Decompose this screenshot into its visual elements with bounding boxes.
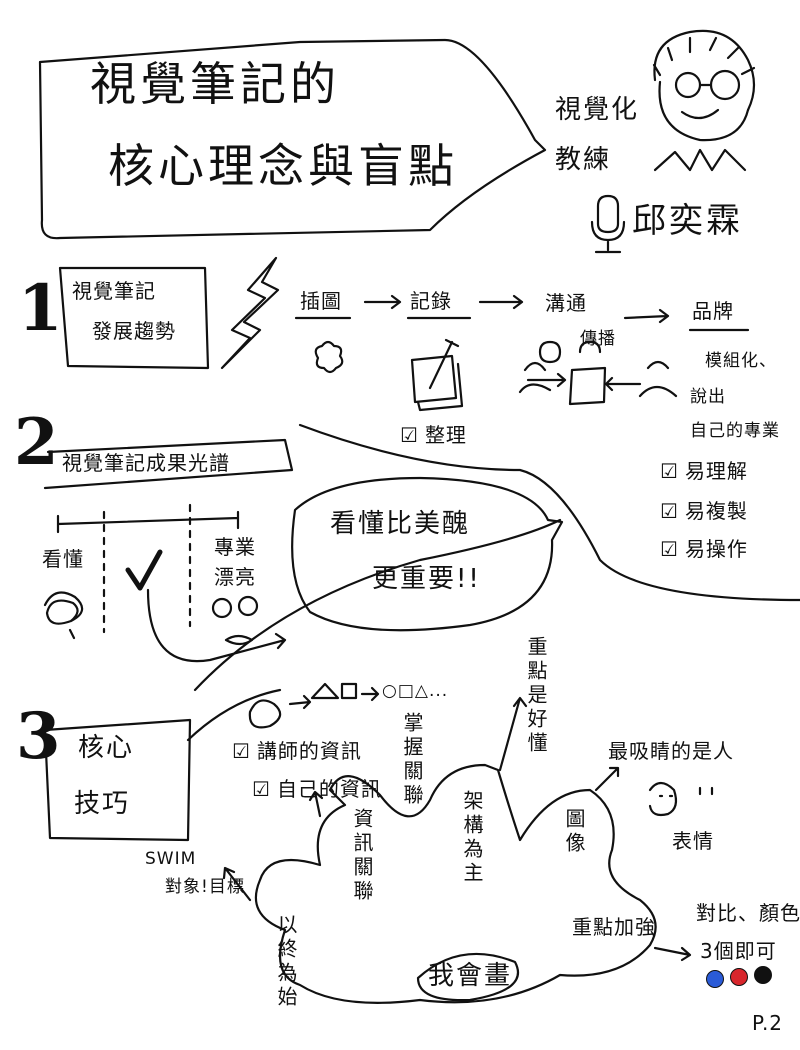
check-item-3: 易操作 [660, 538, 748, 561]
structure-label: 架構為主 [460, 790, 484, 886]
notebook-icon [410, 354, 464, 412]
microphone-icon [590, 194, 626, 254]
brand-note-3: 自己的專業 [690, 421, 780, 441]
info-label: 資訊關聯 [350, 808, 374, 904]
spread-label: 傳播 [580, 329, 616, 349]
coach-hair [653, 29, 756, 112]
organize-label: 整理 [400, 424, 467, 447]
glasses-left [674, 71, 702, 99]
blue-dot [706, 970, 724, 988]
scribble-icon [43, 591, 84, 640]
section1-number: 1 [18, 271, 63, 346]
section1-heading-line1: 視覺筆記 [72, 279, 156, 303]
emphasis-label: 重點加強 [572, 915, 656, 939]
section3-heading-line1: 核心 [78, 733, 135, 763]
section1-heading-line2: 發展趨勢 [92, 319, 176, 343]
spectrum-right-label-2: 漂亮 [214, 565, 256, 589]
section1-box [58, 266, 210, 370]
grasp-label: 掌握關聯 [400, 712, 424, 808]
flow-step-1: 插圖 [300, 289, 342, 313]
three-colors-label: 3個即可 [700, 939, 777, 963]
section3-item-1: 講師的資訊 [232, 740, 362, 763]
pen-icon [428, 338, 460, 390]
spectrum-left-label: 看懂 [42, 547, 84, 571]
brand-note-1: 模組化、 [705, 351, 777, 371]
black-dot [754, 966, 772, 984]
check-item-1: 易理解 [660, 460, 748, 483]
red-dot [730, 968, 748, 986]
check-item-2: 易複製 [660, 500, 748, 523]
section3-heading-line2: 技巧 [74, 789, 131, 819]
people-icon [518, 340, 678, 398]
swim-label: SWIM [145, 849, 197, 869]
section2-banner [43, 438, 294, 490]
flow-step-2: 記錄 [410, 289, 452, 313]
lightning-icon [220, 256, 280, 370]
check-mark-icon [125, 549, 163, 591]
coach-role-line1: 視覺化 [555, 95, 640, 125]
bubble-line2: 更重要!! [372, 564, 481, 594]
page-label: P.2 [752, 1011, 784, 1035]
coach-shoulders [653, 148, 747, 172]
section3-box [43, 718, 192, 842]
spectrum-axis [56, 510, 240, 534]
expr2-label: 表情 [672, 829, 714, 853]
key-point-label: 重點是好懂 [524, 636, 548, 756]
section2-number: 2 [14, 405, 59, 480]
coach-smile [680, 108, 720, 120]
contrast-label: 對比、顏色 [696, 901, 800, 925]
section3-number: 3 [16, 699, 61, 774]
section3-item-2: 自己的資訊 [252, 778, 382, 801]
brand-note-2: 說出 [690, 387, 726, 407]
speech-bubble [291, 476, 564, 632]
image-label: 圖像 [562, 808, 586, 856]
title-line2: 核心理念與盲點 [108, 139, 458, 193]
coach-role-line2: 教練 [555, 145, 612, 175]
expr-label: 最吸睛的是人 [608, 739, 734, 763]
flow-step-4: 品牌 [692, 299, 734, 323]
flow-step-3: 溝通 [545, 291, 587, 315]
thought-cloud [254, 763, 657, 1004]
coach-name: 邱奕霖 [632, 201, 743, 241]
title-frame [38, 38, 547, 240]
coach-face [658, 80, 750, 142]
bubble-line1: 看懂比美醜 [330, 509, 471, 539]
target-label: 對象!目標 [165, 877, 245, 897]
title-line1: 視覺筆記的 [90, 57, 340, 111]
flower-icon [314, 340, 344, 374]
spectrum-right-label-1: 專業 [214, 535, 256, 559]
center-label: 我會畫 [428, 961, 513, 991]
result-label: 以終為始 [274, 914, 298, 1010]
section2-heading: 視覺筆記成果光譜 [62, 451, 230, 475]
shapes-label: ○□△... [382, 681, 449, 701]
glasses-right [709, 69, 741, 101]
divider-wave [193, 423, 800, 692]
